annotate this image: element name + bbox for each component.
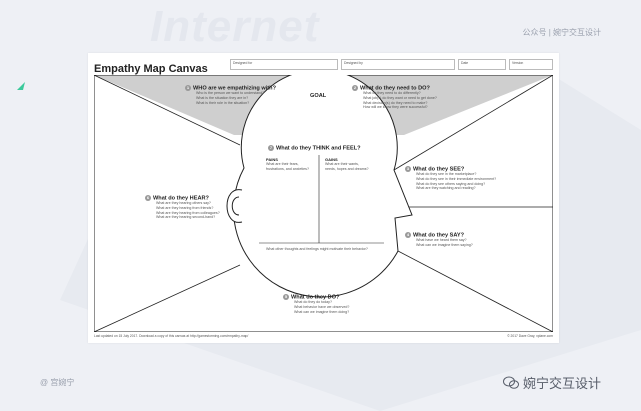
divider-top-left [94, 75, 241, 146]
think-feel-bottom-question: What other thoughts and feelings might m… [266, 247, 368, 251]
decorative-triangle-icon [17, 82, 25, 90]
designed-by-field[interactable]: Designed by [341, 59, 455, 70]
background-watermark-word: Internet [150, 2, 320, 51]
section-do-need-question: How will we know they were successful? [363, 105, 428, 110]
empathy-map-canvas: Empathy Map Canvas Designed for Designed… [88, 53, 559, 343]
gains-question: needs, hopes and dreams? [325, 166, 369, 171]
designed-for-field[interactable]: Designed for [230, 59, 338, 70]
version-field[interactable]: Version [509, 59, 553, 70]
footer-left: Last updated on 15 July 2017. Download a… [94, 334, 249, 338]
section-see-number: 3 [405, 166, 411, 172]
empathy-map-diagram [94, 75, 553, 332]
section-think-feel-number: 7 [268, 145, 274, 151]
section-do-question: What can we imagine them doing? [294, 309, 350, 314]
section-see-question: What are they watching and reading? [416, 186, 476, 191]
section-who-question: Who is the person we want to understand? [196, 91, 265, 96]
gains-title: GAINS [325, 157, 338, 162]
head-outline [233, 75, 413, 298]
section-do-need-question: What job(s) do they want or need to get … [363, 96, 437, 101]
section-hear-question: What are they hearing others say? [156, 201, 211, 206]
think-feel-bottom: What other thoughts and feelings might m… [266, 247, 368, 252]
section-say-question: What have we heard them say? [416, 238, 467, 243]
section-do-need-question: What decision(s) do they need to make? [363, 100, 428, 105]
section-do-need-question: What do they need to do differently? [363, 91, 421, 96]
section-do-number: 5 [283, 294, 289, 300]
author-label: @ 宫婉宁 [40, 378, 75, 387]
divider-top-right [393, 75, 553, 171]
section-see-question: What do they see others saying and doing… [416, 181, 486, 186]
ear-outline [226, 189, 243, 223]
gains-question: What are their wants, [325, 162, 359, 166]
date-field[interactable]: Date [458, 59, 506, 70]
pains-title: PAINS [266, 157, 278, 162]
pains-question: frustrations, and anxieties? [266, 166, 309, 171]
footer-right: © 2017 Dave Gray, xplane.com [507, 334, 553, 338]
section-hear-question: What are they hearing from friends? [156, 206, 214, 211]
section-who-question: What is the situation they are in? [196, 96, 249, 101]
section-hear-number: 6 [145, 195, 151, 201]
divider-bottom-right [397, 250, 553, 332]
section-see-question: What do they see in the marketplace? [416, 172, 477, 177]
goal-label: GOAL [310, 93, 327, 99]
chat-bubble-icon [503, 376, 519, 389]
canvas-title: Empathy Map Canvas [94, 63, 208, 75]
section-say-question: What can we imagine them saying? [416, 243, 473, 248]
watermark: 婉宁交互设计 [503, 373, 601, 392]
section-who-question: What is their role in the situation? [196, 100, 250, 105]
section-do-question: What do they do today? [294, 300, 332, 305]
section-do-question: What behavior have we observed? [294, 305, 350, 310]
divider-bottom-left [94, 264, 241, 332]
section-who-number: 1 [185, 85, 191, 91]
pains-question: What are their fears, [266, 162, 299, 166]
watermark-text: 婉宁交互设计 [523, 376, 602, 391]
section-do-need-number: 2 [352, 85, 358, 91]
top-right-account-label: 公众号 | 婉宁交互设计 [522, 28, 601, 37]
pains-block: PAINS What are their fears, frustrations… [266, 157, 309, 171]
gains-block: GAINS What are their wants, needs, hopes… [325, 157, 369, 171]
section-say-number: 4 [405, 232, 411, 238]
ear-inner [231, 196, 240, 216]
section-hear-question: What are they hearing from colleagues? [156, 210, 220, 215]
section-hear-question: What are they hearing second-hand? [156, 215, 216, 220]
section-see-question: What do they see in their immediate envi… [416, 177, 497, 182]
